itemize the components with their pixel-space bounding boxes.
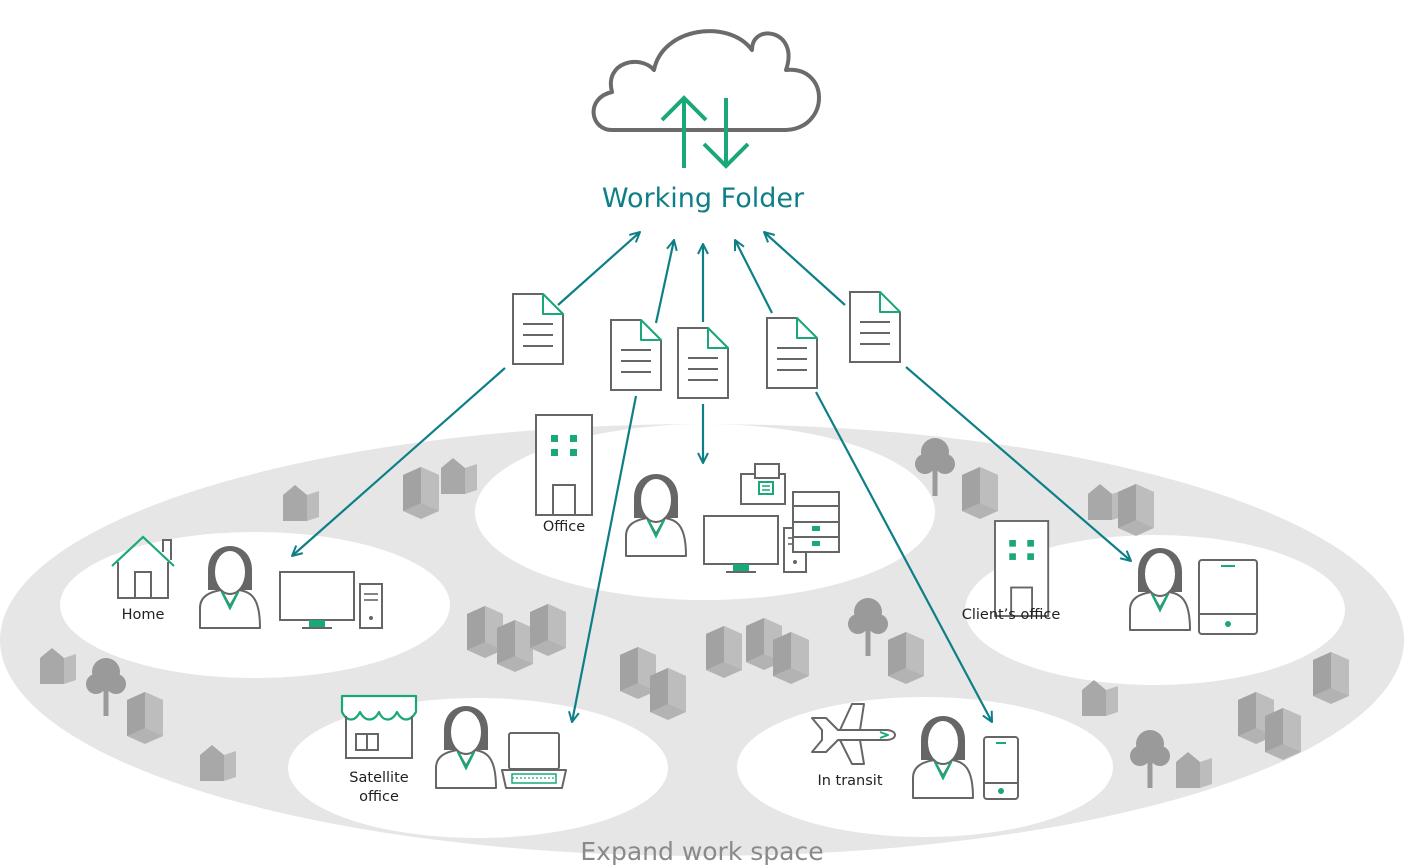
smartphone-icon [983, 736, 1019, 800]
block-building-icon [650, 668, 686, 720]
block-building-icon [888, 632, 924, 684]
airplane-icon [811, 703, 896, 765]
office-building-icon [994, 520, 1050, 617]
sync-arrows [292, 232, 1131, 722]
office-building-icon [535, 414, 593, 516]
location-label-office: Office [543, 519, 585, 535]
laptop-icon [501, 732, 567, 789]
location-label-home: Home [122, 607, 165, 623]
footer-caption: Expand work space [580, 837, 823, 866]
house-icon [111, 535, 175, 599]
copier-icon [792, 491, 840, 553]
upload-arrow-icon [660, 95, 708, 168]
document-icon [766, 317, 818, 389]
block-building-icon [530, 604, 566, 656]
location-label-satellite-2: office [359, 789, 399, 805]
block-building-icon [962, 467, 998, 519]
client-office-location: Client’s office [962, 520, 1258, 635]
fax-icon [740, 463, 786, 505]
cloud-icon [591, 29, 821, 169]
page-title: Working Folder [602, 183, 805, 214]
download-arrow-icon [702, 98, 750, 169]
location-label-satellite-1: Satellite [349, 770, 408, 786]
document-icon [512, 293, 564, 365]
block-building-icon [497, 620, 533, 672]
block-building-icon [706, 626, 742, 678]
location-label-in-transit: In transit [817, 773, 882, 789]
block-building-icon [127, 692, 163, 744]
document-icon [677, 327, 729, 399]
store-icon [340, 694, 418, 759]
block-building-icon [1313, 652, 1349, 704]
document-icon [849, 291, 901, 363]
block-building-icon [1118, 484, 1154, 536]
document-icon [610, 319, 662, 391]
block-building-icon [403, 467, 439, 519]
home-location: Home [111, 535, 383, 630]
block-building-icon [773, 632, 809, 684]
satellite-office-location: Satellite office [340, 694, 567, 805]
tablet-icon [1198, 559, 1258, 635]
office-location: Office [535, 414, 840, 573]
in-transit-location: In transit [811, 703, 1019, 800]
work-space-ground [0, 424, 1404, 856]
block-building-icon [1265, 708, 1301, 760]
location-label-client-office: Client’s office [962, 607, 1061, 623]
